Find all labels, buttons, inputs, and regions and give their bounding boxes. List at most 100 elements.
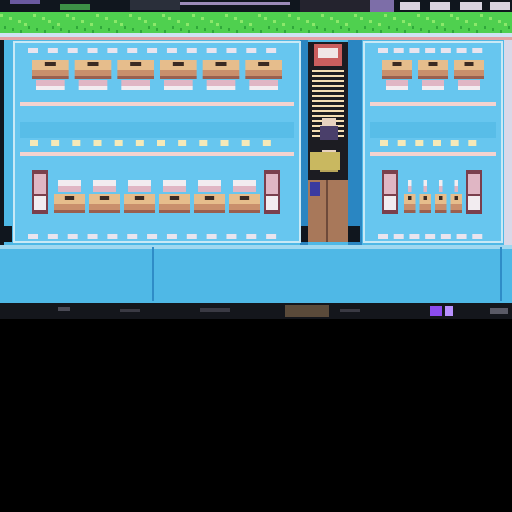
divider	[20, 152, 294, 156]
grass-tuft	[297, 17, 300, 20]
desk-stripe	[74, 76, 112, 79]
desk-stripe	[229, 210, 260, 213]
desk-stripe	[54, 210, 85, 213]
desk-front	[419, 204, 431, 210]
grass-tuft	[264, 17, 267, 20]
grass-tuft	[306, 20, 309, 23]
grass-shadow	[292, 26, 294, 29]
desk-stripe	[450, 210, 462, 213]
grass-tuft	[489, 17, 492, 20]
hud-item	[120, 309, 140, 312]
floor-seam	[500, 247, 502, 301]
grass-tuft	[393, 17, 396, 20]
hud-item	[490, 308, 508, 314]
desk-stripe	[124, 210, 155, 213]
stair-step	[312, 105, 344, 107]
grass-shadow	[116, 30, 118, 33]
stair-step	[312, 75, 344, 77]
grass-shadow	[324, 28, 326, 31]
grass-shadow	[212, 30, 214, 33]
top-tile	[300, 0, 370, 12]
grass-tuft	[498, 20, 501, 23]
side-chair-seat	[34, 174, 46, 194]
chair-seat	[206, 80, 236, 86]
grass-shadow	[52, 26, 54, 29]
floor-marker	[93, 140, 102, 146]
grass-shadow	[364, 26, 366, 29]
aisle-strip	[20, 122, 294, 138]
grass-shadow	[372, 28, 374, 31]
lower-floor-trim	[0, 245, 512, 249]
grass-shadow	[36, 28, 38, 31]
chair-seat	[454, 186, 458, 192]
floor-marker	[135, 140, 144, 146]
wall-slot	[47, 48, 58, 53]
grass-shadow	[460, 26, 462, 29]
stair-step	[312, 115, 344, 117]
wall-slot	[166, 48, 177, 53]
grass-shadow	[436, 26, 438, 29]
desk-front	[450, 204, 462, 210]
wall-slot	[425, 234, 436, 239]
grass-tuft	[105, 17, 108, 20]
wall-slot	[226, 48, 237, 53]
wall-slot	[87, 48, 98, 53]
desk-front	[160, 70, 197, 76]
desk-front	[404, 204, 416, 210]
chair-back	[439, 180, 443, 186]
chair-back	[121, 86, 150, 90]
stair-step	[312, 110, 344, 112]
npc-head	[322, 118, 336, 126]
grass-shadow	[492, 28, 494, 31]
door-sign	[318, 48, 338, 58]
desk-stripe	[435, 210, 447, 213]
grass-shadow	[284, 30, 286, 33]
grass-shadow	[60, 28, 62, 31]
floor-marker	[220, 140, 229, 146]
lower-floor	[0, 245, 512, 303]
desk-book	[258, 62, 270, 66]
dark-corner	[298, 226, 308, 242]
chair-back	[163, 180, 186, 186]
divider	[370, 152, 496, 156]
grass-tuft	[168, 17, 171, 20]
chair-back	[198, 180, 221, 186]
chair-back	[58, 180, 81, 186]
chair-seat	[121, 80, 150, 86]
desk-front	[54, 204, 85, 210]
desk-stripe	[245, 76, 282, 79]
grass-tuft	[162, 14, 165, 17]
right-edge	[504, 40, 512, 245]
desk-stripe	[32, 76, 69, 79]
chair-seat	[58, 186, 81, 192]
grass-tuft	[153, 23, 156, 26]
grass-tuft	[192, 14, 195, 17]
wall-slot	[28, 48, 38, 53]
grass-shadow	[308, 30, 310, 33]
grass-tuft	[408, 23, 411, 26]
grass-tuft	[336, 20, 339, 23]
floor-marker	[72, 140, 81, 146]
grass-tuft	[378, 23, 381, 26]
desk-book	[172, 62, 184, 66]
desk-book	[408, 196, 412, 200]
blue-object	[310, 182, 320, 196]
chair-back	[249, 86, 278, 90]
grass-shadow	[404, 30, 406, 33]
grass-tuft	[321, 14, 324, 17]
wall-slot	[67, 48, 78, 53]
floor-marker	[30, 140, 38, 146]
grass-shadow	[508, 26, 510, 29]
top-tile	[430, 2, 450, 10]
chair-seat	[408, 186, 412, 192]
desk-stripe	[419, 210, 431, 213]
desk-front	[117, 70, 154, 76]
hud-item	[200, 308, 230, 312]
chair-back	[454, 180, 458, 186]
hud-item	[430, 306, 442, 316]
top-tile	[490, 2, 510, 10]
bottom-hud-bar	[0, 303, 512, 319]
grass-tuft	[402, 20, 405, 23]
desk-stripe	[404, 210, 416, 213]
desk-front	[418, 70, 448, 76]
